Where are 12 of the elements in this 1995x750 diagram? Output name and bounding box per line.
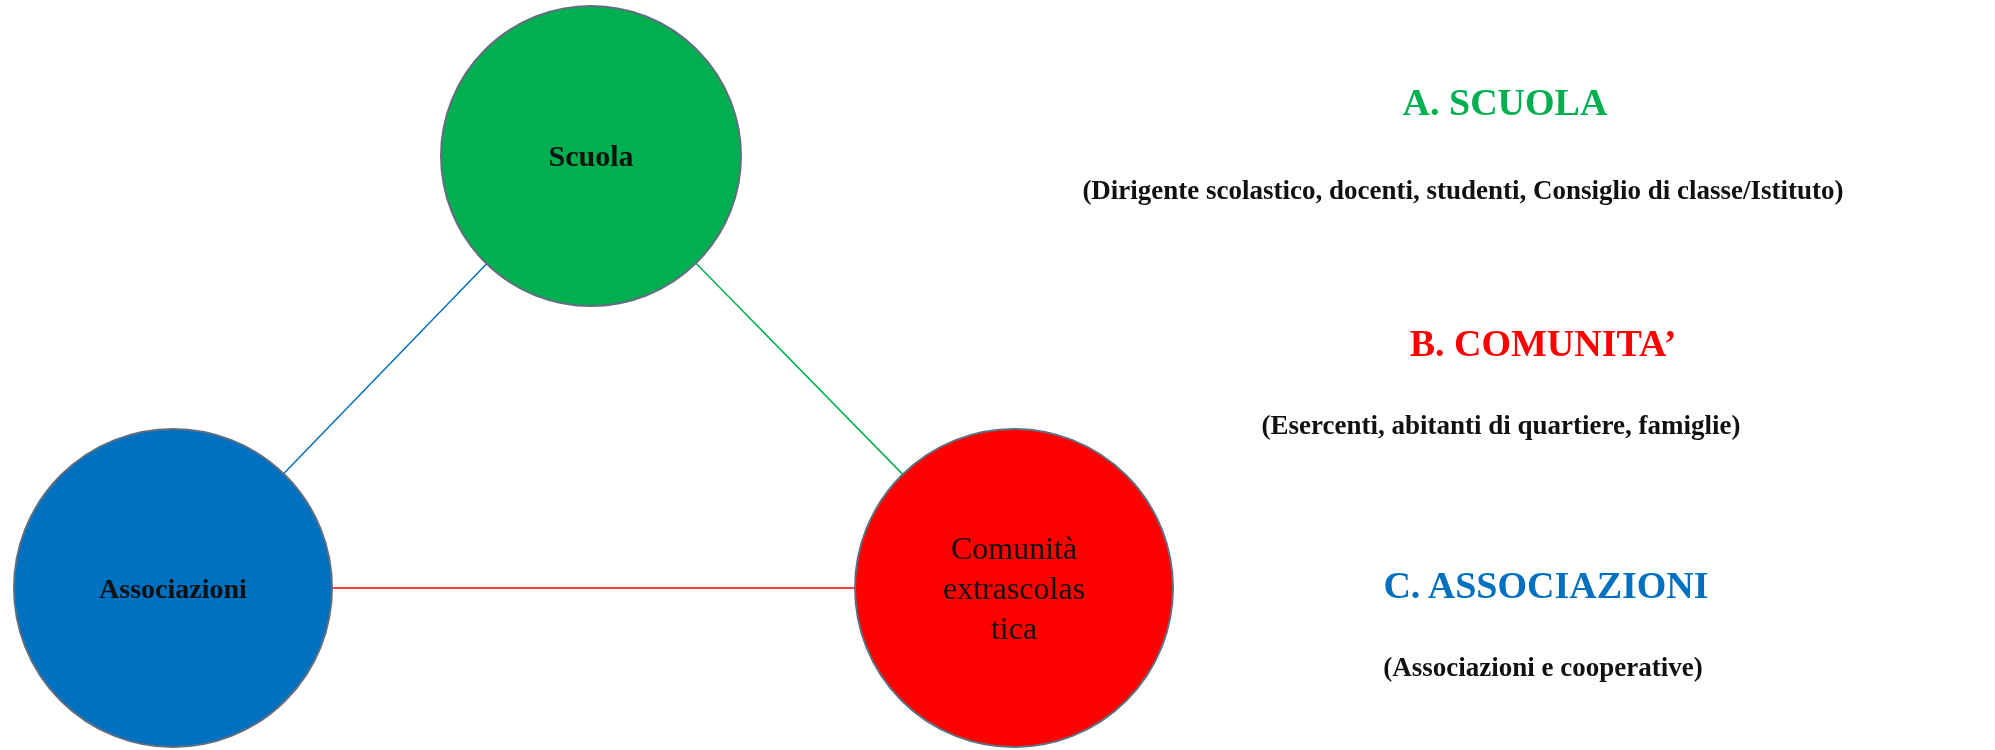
node-label: Comunità extrascolas tica — [941, 529, 1087, 648]
section-heading: B. COMUNITA’ — [1409, 321, 1677, 365]
node-label: Scuola — [548, 138, 634, 175]
section-heading: C. ASSOCIAZIONI — [1383, 563, 1709, 607]
section-heading: A. SCUOLA — [1402, 80, 1608, 124]
node-label: Associazioni — [99, 571, 247, 606]
description-text: (Dirigente scolastico, docenti, studenti, Consiglio di classe/Istituto) — [1082, 174, 1844, 206]
connector-line — [282, 263, 488, 475]
connector-line — [331, 587, 856, 589]
connector-line — [695, 262, 904, 476]
description-text: (Esercenti, abitanti di quartiere, famiglie) — [1261, 409, 1741, 441]
description-text: (Associazioni e cooperative) — [1383, 651, 1703, 683]
